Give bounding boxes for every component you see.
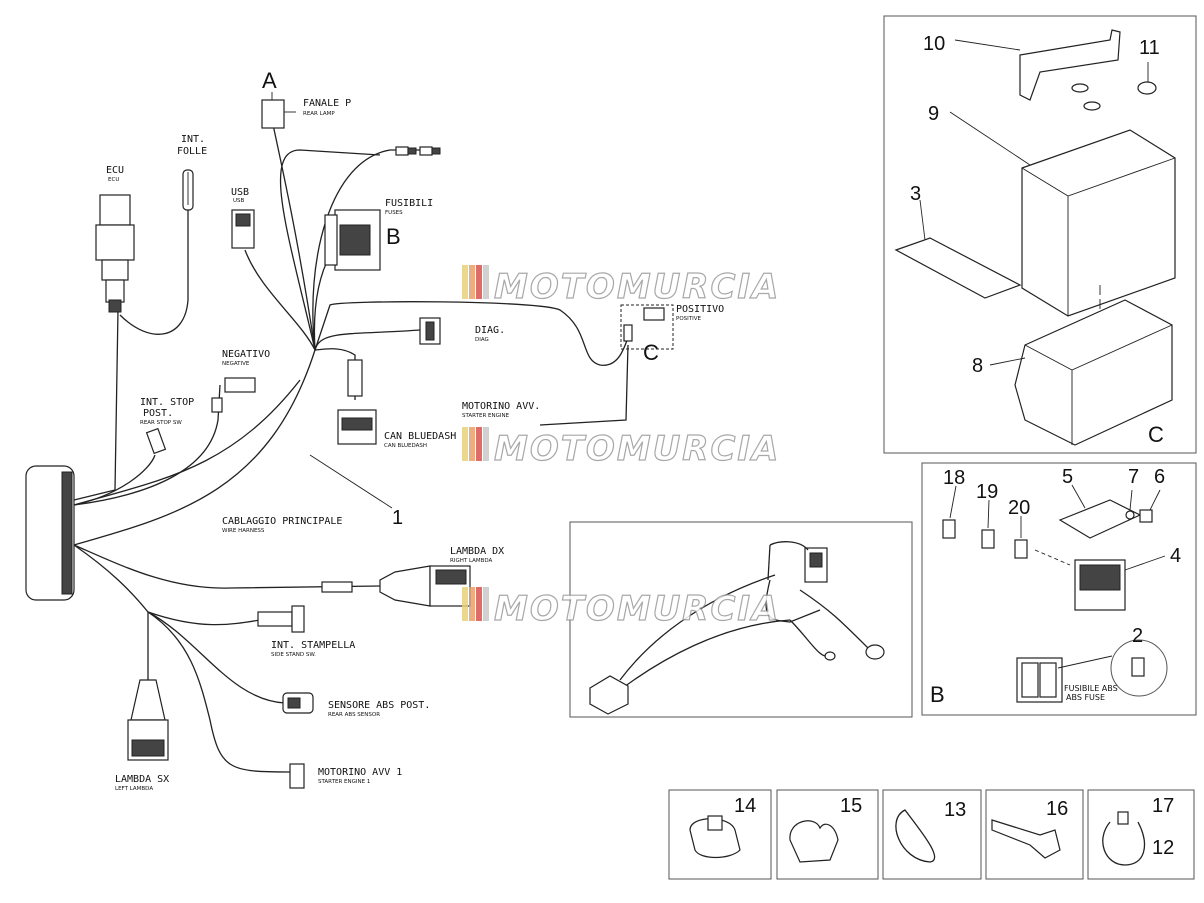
number-5: 5 xyxy=(1062,466,1073,488)
number-2: 2 xyxy=(1132,625,1143,647)
number-9: 9 xyxy=(928,103,939,125)
watermark-1: MOTOMURCIA xyxy=(462,265,780,308)
label-fanale-sub: REAR LAMP xyxy=(303,111,335,117)
number-20: 20 xyxy=(1008,497,1030,519)
watermark-2: MOTOMURCIA xyxy=(462,427,780,470)
label-ecu: ECU xyxy=(106,165,124,176)
label-fanale: FANALE P xyxy=(303,98,351,109)
neutral-switch xyxy=(182,169,194,211)
ecu-connector xyxy=(95,194,135,313)
label-usb: USB xyxy=(231,187,249,198)
label-lambda-sx-sub: LEFT LAMBDA xyxy=(115,786,153,792)
label-fusibile-abs: FUSIBILE ABS xyxy=(1064,684,1118,693)
letter-b: B xyxy=(386,224,401,249)
number-14: 14 xyxy=(734,795,756,817)
usb-connector xyxy=(231,209,255,249)
letter-c: C xyxy=(643,340,659,365)
number-17: 17 xyxy=(1152,795,1174,817)
watermark-text-3: MOTOMURCIA xyxy=(494,589,780,629)
rear-stop-switch xyxy=(145,427,167,455)
number-15: 15 xyxy=(840,795,862,817)
label-motorino-1-sub: STARTER ENGINE 1 xyxy=(318,779,370,785)
label-int-folle-2: FOLLE xyxy=(177,146,207,157)
number-4: 4 xyxy=(1170,545,1181,567)
number-8: 8 xyxy=(972,355,983,377)
label-stampella: INT. STAMPELLA xyxy=(271,640,355,651)
number-13: 13 xyxy=(944,799,966,821)
watermark-3: MOTOMURCIA xyxy=(462,587,780,630)
number-7: 7 xyxy=(1128,466,1139,488)
harness-detail-box xyxy=(569,521,913,718)
label-int-stop: INT. STOP xyxy=(140,397,194,408)
can-bluedash-connector xyxy=(337,359,377,445)
label-positivo: POSITIVO xyxy=(676,304,724,315)
label-cablaggio-sub: WIRE HARNESS xyxy=(222,528,265,534)
label-motorino-sub: STARTER ENGINE xyxy=(462,413,510,419)
main-harness xyxy=(25,92,631,773)
clip-box-13 xyxy=(882,789,982,880)
watermark-text-2: MOTOMURCIA xyxy=(494,429,780,469)
watermark-text-1: MOTOMURCIA xyxy=(494,267,780,307)
rear-lamp-connector xyxy=(261,99,296,129)
fuse-box-connector xyxy=(324,209,381,271)
box-b-letter: B xyxy=(930,682,945,707)
starter-engine-1-connector xyxy=(289,763,305,789)
lambda-dx-connector xyxy=(321,565,471,607)
side-stand-switch xyxy=(257,605,305,633)
number-6: 6 xyxy=(1154,466,1165,488)
label-abs-sub: REAR ABS SENSOR xyxy=(328,712,380,718)
rear-abs-sensor-connector xyxy=(282,692,314,714)
number-19: 19 xyxy=(976,481,998,503)
label-ecu-sub: ECU xyxy=(108,177,119,183)
negative-terminal xyxy=(211,377,256,413)
number-3: 3 xyxy=(910,183,921,205)
label-negativo: NEGATIVO xyxy=(222,349,270,360)
label-fusibili-sub: FUSES xyxy=(385,210,403,216)
label-can-bluedash-sub: CAN BLUEDASH xyxy=(384,443,427,449)
label-int-stop-post: POST. xyxy=(143,408,173,419)
number-12: 12 xyxy=(1152,837,1174,859)
label-cablaggio: CABLAGGIO PRINCIPALE xyxy=(222,516,342,527)
label-negativo-sub: NEGATIVE xyxy=(222,361,250,367)
number-18: 18 xyxy=(943,467,965,489)
label-usb-sub: USB xyxy=(233,198,245,204)
clip-box-16 xyxy=(985,789,1084,880)
label-stampella-sub: SIDE STAND SW. xyxy=(271,652,316,658)
number-11: 11 xyxy=(1139,37,1160,59)
label-int-stop-sub: REAR STOP SW xyxy=(140,420,182,426)
spade-terminals xyxy=(395,146,441,156)
box-c-letter: C xyxy=(1148,422,1164,447)
number-16: 16 xyxy=(1046,798,1068,820)
label-int-folle: INT. xyxy=(181,134,205,145)
battery-box xyxy=(883,15,1197,454)
clip-box-15 xyxy=(776,789,879,880)
label-motorino: MOTORINO AVV. xyxy=(462,401,540,412)
label-diag-sub: DIAG xyxy=(475,337,489,343)
label-lambda-dx: LAMBDA DX xyxy=(450,546,504,557)
clip-box-17 xyxy=(1087,789,1195,880)
label-fusibile-abs-sub: ABS FUSE xyxy=(1066,693,1105,702)
lambda-sx-connector xyxy=(127,679,169,761)
label-can-bluedash: CAN BLUEDASH xyxy=(384,431,456,442)
number-10: 10 xyxy=(923,33,945,55)
label-lambda-sx: LAMBDA SX xyxy=(115,774,169,785)
label-motorino-1: MOTORINO AVV 1 xyxy=(318,767,402,778)
fuse-box xyxy=(921,462,1197,716)
label-abs: SENSORE ABS POST. xyxy=(328,700,430,711)
label-positivo-sub: POSITIVE xyxy=(676,316,702,322)
clip-box-14 xyxy=(668,789,772,880)
label-lambda-dx-sub: RIGHT LAMBDA xyxy=(450,558,493,564)
number-1: 1 xyxy=(392,507,403,529)
label-diag: DIAG. xyxy=(475,325,505,336)
diag-connector xyxy=(419,317,441,345)
label-fusibili: FUSIBILI xyxy=(385,198,433,209)
positive-connector xyxy=(620,304,674,350)
letter-a: A xyxy=(262,68,277,93)
